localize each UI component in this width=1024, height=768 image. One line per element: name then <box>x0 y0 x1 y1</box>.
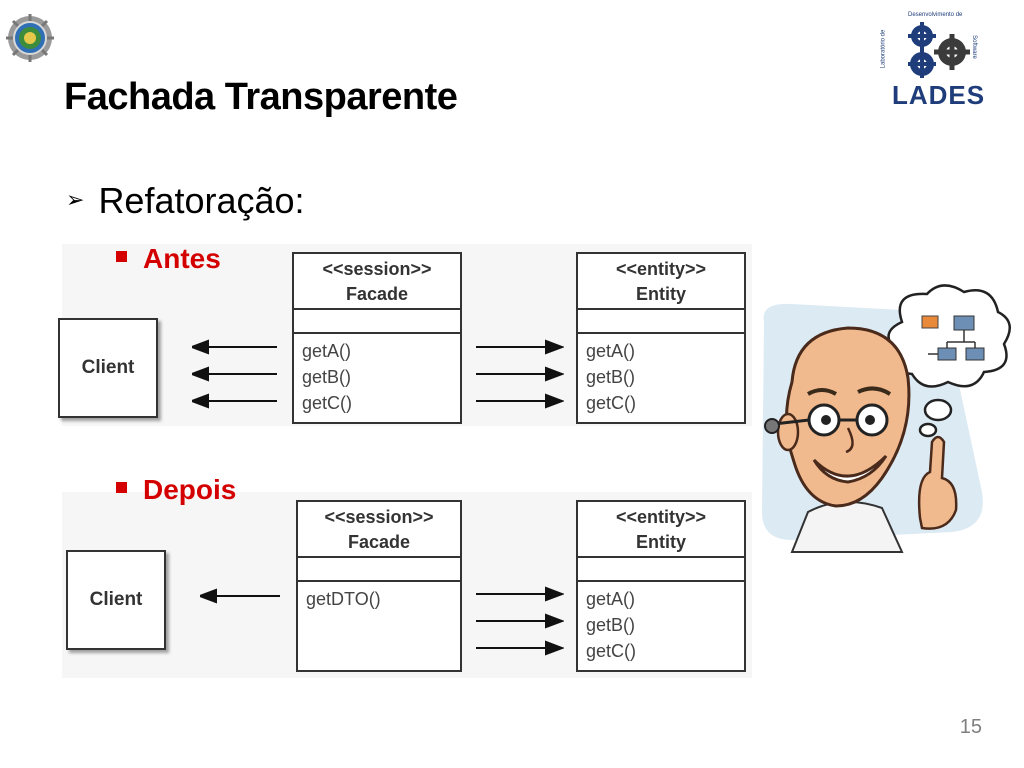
facade-class-before: <<session>> Facade getA() getB() getC() <box>292 252 462 424</box>
entity-attributes <box>578 310 744 334</box>
facade-op: getB() <box>302 367 352 387</box>
facade-class-after: <<session>> Facade getDTO() <box>296 500 462 672</box>
entity-header: <<entity>> Entity <box>578 254 744 310</box>
lades-logo: Desenvolvimento de Laboratório de Softwa… <box>880 10 1000 110</box>
arrow-client-facade-after <box>200 588 280 604</box>
diagram-after: Client <<session>> Facade getDTO() <<ent… <box>62 492 752 678</box>
square-bullet-icon <box>116 482 127 494</box>
university-seal-icon <box>6 14 54 62</box>
facade-name: Facade <box>345 284 409 304</box>
arrows-client-facade-before <box>192 339 277 409</box>
slide-title: Fachada Transparente <box>64 76 458 118</box>
entity-op: getB() <box>586 615 636 635</box>
entity-operations: getA() getB() getC() <box>578 334 744 416</box>
entity-stereotype: <<entity>> <box>615 507 707 527</box>
entity-stereotype: <<entity>> <box>615 259 707 279</box>
entity-operations: getA() getB() getC() <box>578 582 744 664</box>
facade-stereotype: <<session>> <box>322 259 432 279</box>
client-box-before: Client <box>58 318 158 418</box>
facade-operations: getA() getB() getC() <box>294 334 460 416</box>
diagram-before: Client <<session>> Facade getA() getB() … <box>58 244 752 426</box>
sub-bullet-text: Antes <box>143 243 221 274</box>
entity-name: Entity <box>635 532 686 552</box>
bullet-refatoracao: ➢ Refatoração: <box>66 180 305 222</box>
gears-icon <box>908 22 970 78</box>
lades-arc-top: Desenvolvimento de <box>908 12 963 18</box>
facade-stereotype: <<session>> <box>324 507 434 527</box>
facade-op: getC() <box>302 393 353 413</box>
facade-op: getDTO() <box>306 589 381 609</box>
entity-name: Entity <box>635 284 686 304</box>
sub-bullet-depois: Depois <box>116 474 236 506</box>
facade-attributes <box>294 310 460 334</box>
entity-class-before: <<entity>> Entity getA() getB() getC() <box>576 252 746 424</box>
entity-header: <<entity>> Entity <box>578 502 744 558</box>
lades-arc-right: Software <box>970 35 977 59</box>
arrow-bullet-icon: ➢ <box>66 187 85 213</box>
cartoon-thinking-man-icon <box>762 284 1011 553</box>
entity-class-after: <<entity>> Entity getA() getB() getC() <box>576 500 746 672</box>
lades-arc-left: Laboratório de <box>880 29 887 69</box>
entity-op: getA() <box>586 589 636 609</box>
bullet-text: Refatoração: <box>98 180 305 221</box>
lades-brand-text: LADES <box>892 80 986 110</box>
facade-attributes <box>298 558 460 582</box>
client-box-after: Client <box>66 550 166 650</box>
arrows-facade-entity-before <box>476 339 564 409</box>
facade-header: <<session>> Facade <box>294 254 460 310</box>
facade-operations: getDTO() <box>298 582 460 612</box>
facade-op: getA() <box>302 341 352 361</box>
entity-op: getC() <box>586 393 637 413</box>
square-bullet-icon <box>116 251 127 263</box>
entity-op: getB() <box>586 367 636 387</box>
sub-bullet-text: Depois <box>143 474 237 505</box>
entity-op: getC() <box>586 641 637 661</box>
entity-attributes <box>578 558 744 582</box>
page-number: 15 <box>959 716 982 738</box>
arrows-facade-entity-after <box>476 586 564 656</box>
facade-header: <<session>> Facade <box>298 502 460 558</box>
sub-bullet-antes: Antes <box>116 243 221 275</box>
entity-op: getA() <box>586 341 636 361</box>
facade-name: Facade <box>347 532 411 552</box>
